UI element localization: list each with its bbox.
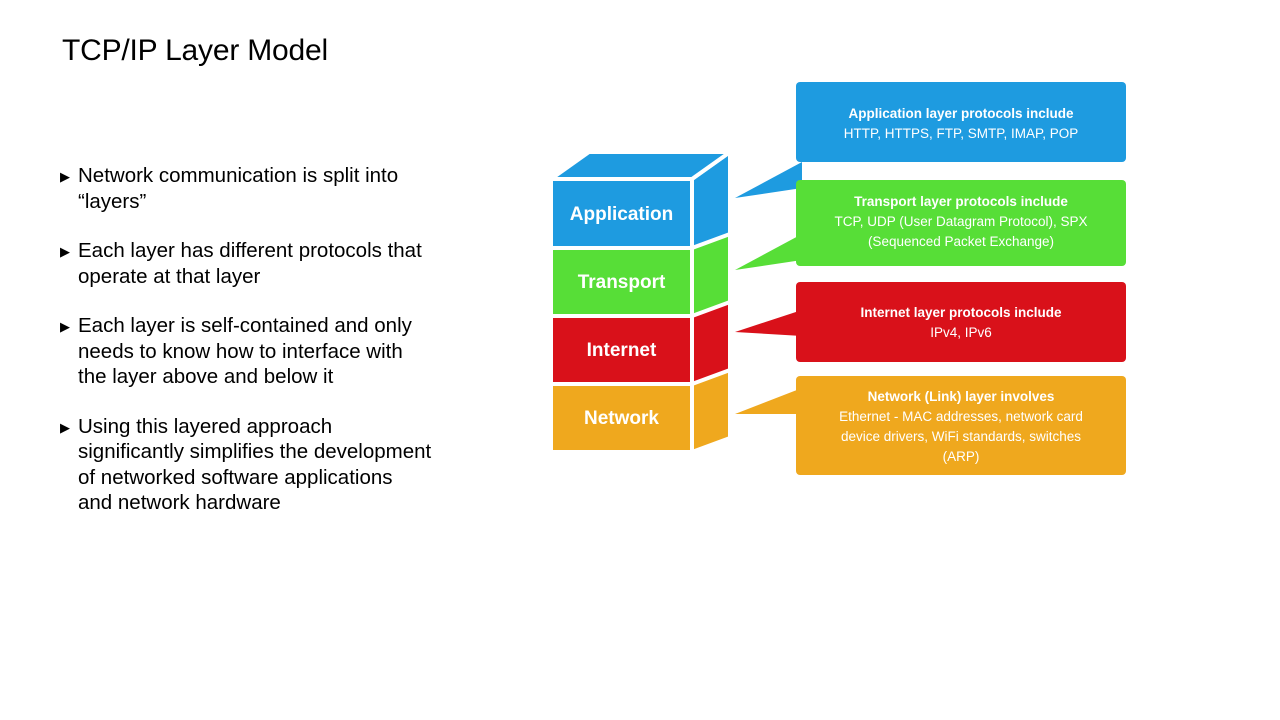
bullet-triangle-icon: ▶: [60, 169, 70, 184]
callout-network-line-3: (ARP): [943, 449, 980, 464]
callout-internet-box: [796, 282, 1126, 362]
callout-network-box: [796, 376, 1126, 475]
callout-network-line-2: device drivers, WiFi standards, switches: [841, 429, 1081, 444]
callout-network-tail: [735, 388, 802, 414]
callout-internet-title: Internet layer protocols include: [860, 305, 1062, 320]
page-title: TCP/IP Layer Model: [62, 34, 328, 67]
callout-application-title: Application layer protocols include: [848, 106, 1074, 121]
callout-network-title: Network (Link) layer involves: [868, 389, 1055, 404]
stack-label-network: Network: [584, 408, 659, 429]
bullet-triangle-icon: ▶: [60, 419, 70, 435]
stack-label-transport: Transport: [578, 272, 666, 293]
callout-application-tail: [735, 162, 802, 198]
callout-application-box: [796, 82, 1126, 162]
callout-internet-tail: [735, 310, 802, 336]
application-front-face: [549, 177, 694, 250]
internet-front-face: [549, 313, 694, 386]
stack-label-application: Application: [570, 204, 673, 225]
transport-front-face: [549, 245, 694, 318]
network-front-face: [549, 381, 694, 454]
callout-transport[interactable]: Transport layer protocols include TCP, U…: [735, 180, 1126, 270]
list-item-text: Each layer has different protocols that …: [78, 239, 422, 288]
callout-transport-title: Transport layer protocols include: [854, 194, 1068, 209]
tcpip-stack-diagram: Network Internet Transport Ap: [530, 70, 1150, 490]
bullet-list: ▶ Network communication is split into “l…: [60, 163, 460, 540]
callout-transport-line-2: (Sequenced Packet Exchange): [868, 234, 1054, 249]
callout-network[interactable]: Network (Link) layer involves Ethernet -…: [735, 376, 1126, 475]
callout-internet[interactable]: Internet layer protocols include IPv4, I…: [735, 282, 1126, 362]
list-item-text: Network communication is split into “lay…: [78, 164, 399, 213]
list-item: ▶ Each layer has different protocols tha…: [60, 238, 460, 289]
list-item-text: Using this layered approach significantl…: [78, 414, 432, 515]
stack-block-application[interactable]: Application: [549, 150, 732, 250]
stack-label-internet: Internet: [587, 340, 657, 361]
callout-network-line-1: Ethernet - MAC addresses, network card: [839, 409, 1083, 424]
list-item: ▶ Each layer is self-contained and only …: [60, 313, 460, 390]
bullet-triangle-icon: ▶: [60, 319, 70, 334]
callout-transport-line-1: TCP, UDP (User Datagram Protocol), SPX: [834, 214, 1087, 229]
callout-transport-box: [796, 180, 1126, 266]
callout-application-line-1: HTTP, HTTPS, FTP, SMTP, IMAP, POP: [844, 126, 1079, 141]
list-item: ▶ Using this layered approach significan…: [60, 414, 460, 516]
list-item: ▶ Network communication is split into “l…: [60, 163, 460, 214]
bullet-triangle-icon: ▶: [60, 244, 70, 259]
list-item-text: Each layer is self-contained and only ne…: [78, 314, 412, 388]
callout-transport-tail: [735, 234, 802, 270]
callout-application[interactable]: Application layer protocols include HTTP…: [735, 82, 1126, 198]
callout-internet-line-1: IPv4, IPv6: [930, 325, 992, 340]
